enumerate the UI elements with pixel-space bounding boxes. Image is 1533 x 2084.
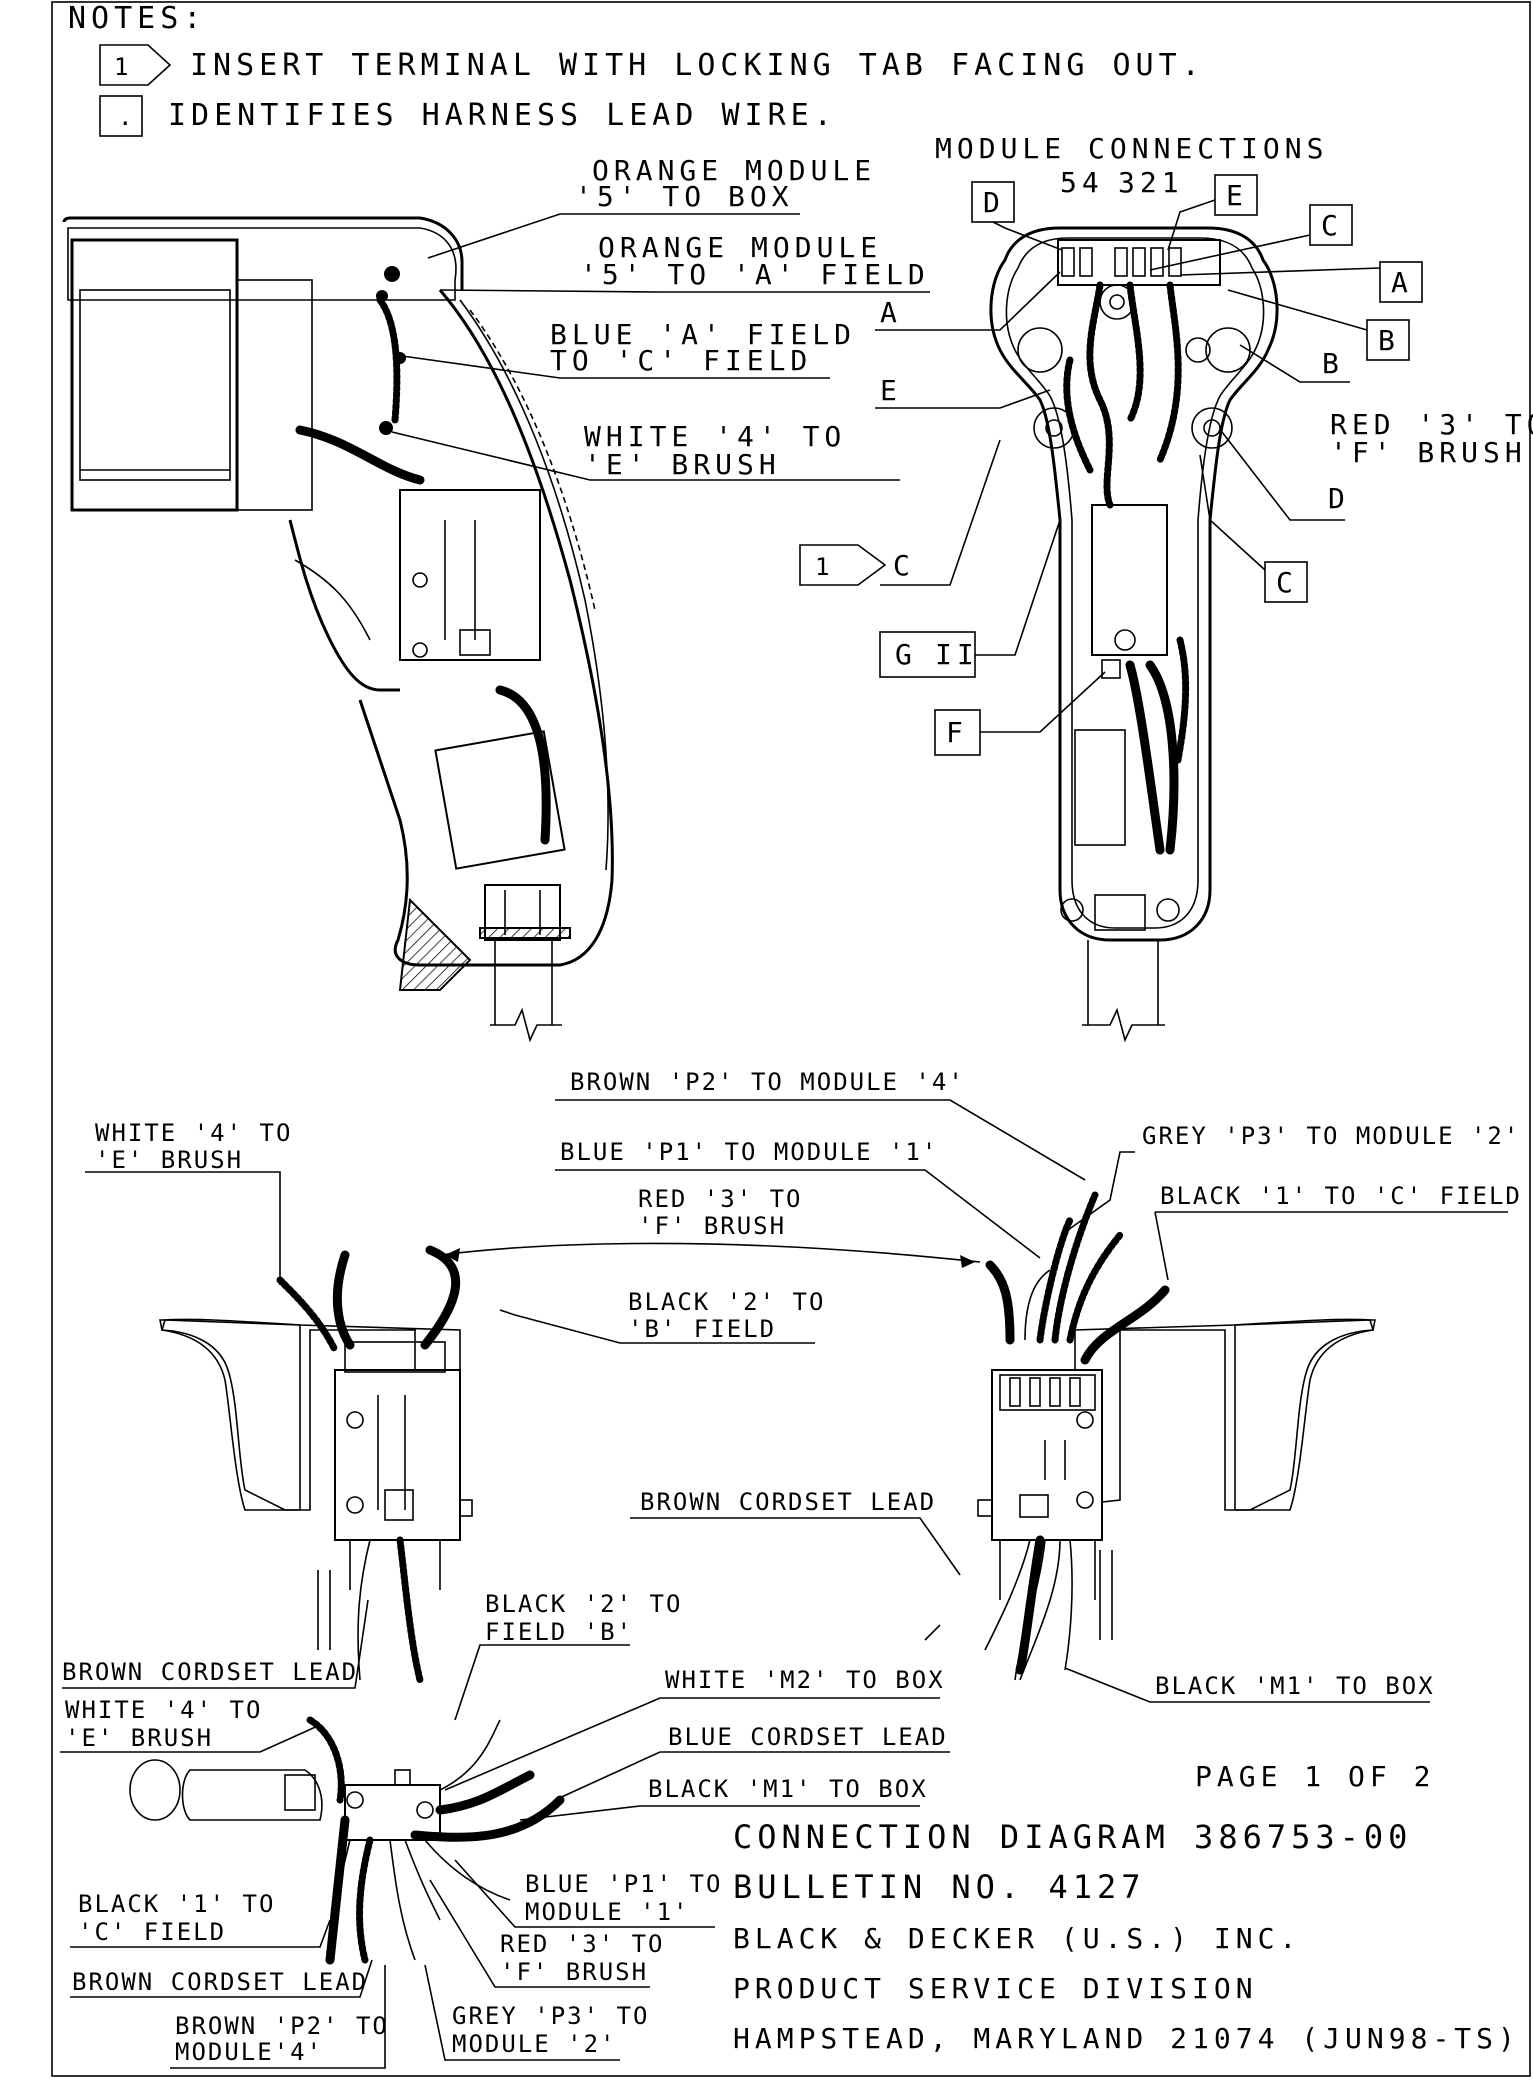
module-pins [1061,247,1182,277]
label-a: A [880,296,902,329]
callout-c-text: C [1321,209,1343,242]
callout-box-b [1366,319,1410,361]
callout-box-c2 [1264,561,1308,603]
black-m1-box-label: BLACK 'M1' TO BOX [648,1775,928,1803]
black2-fieldb-label-1: BLACK '2' TO [485,1590,682,1618]
blue-p1-mod1-label-1: BLUE 'P1' TO [525,1870,722,1898]
red-brush-label-1: RED '3' TO [1330,408,1533,441]
blue-p1-mod1-label: BLUE 'P1' TO MODULE '1' [560,1138,938,1166]
left-switch-outline [159,1318,461,1511]
callout-e-text: E [1226,179,1248,212]
brown-p2-mod4-label: BROWN 'P2' TO MODULE '4' [570,1068,965,1096]
trigger-outline [288,519,400,692]
callout-g-text: G [895,638,917,671]
notes-header: NOTES: [68,1,206,36]
page-number: PAGE 1 OF 2 [1195,1760,1435,1793]
module-connections-label: MODULE CONNECTIONS [935,132,1328,165]
callout-box-c [1309,204,1353,246]
callout-b-text: B [1378,324,1400,357]
note1-flag-icon [99,44,172,86]
red3b-brush-label-2: 'F' BRUSH [500,1958,648,1986]
brown-cordset-label-left: BROWN CORDSET LEAD [62,1658,358,1686]
right-switch-body [991,1369,1103,1541]
black1-cfield-label: BLACK '1' TO 'C' FIELD [1160,1182,1522,1210]
label-d: D [1328,482,1350,515]
blue-p1-mod1-label-2: MODULE '1' [525,1898,690,1926]
white4-brush-label-1: WHITE '4' TO [95,1119,292,1147]
black1-cfield-label-2: 'C' FIELD [78,1918,226,1946]
brown-p2-mod4-label-1: BROWN 'P2' TO [175,2012,389,2040]
callout-box-a [1379,261,1423,303]
drill-rear-view: MODULE CONNECTIONS 54 321 [799,132,1533,1043]
label-c: C [893,549,915,582]
white4b-brush-label-2: 'E' BRUSH [65,1724,213,1752]
address-line: HAMPSTEAD, MARYLAND 21074 (JUN98-TS) [733,2022,1520,2055]
lower-box [434,730,566,870]
module-pins-left: 54 [1060,166,1104,199]
right-switch-outline [1074,1318,1376,1511]
black2-fieldb-label-2: FIELD 'B' [485,1618,633,1646]
handle-outline [358,289,614,967]
label-ii: II [935,638,979,671]
callout-c2-text: C [1276,566,1298,599]
diagram-title: CONNECTION DIAGRAM 386753-00 [733,1818,1412,1856]
division-name: PRODUCT SERVICE DIVISION [733,1972,1258,2005]
company-name: BLACK & DECKER (U.S.) INC. [733,1922,1301,1955]
note1-flag-icon-2 [799,544,887,586]
module-block [1057,239,1221,286]
notes-block: NOTES: 1 INSERT TERMINAL WITH LOCKING TA… [68,1,1205,137]
white-brush-label-2: 'E' BRUSH [584,448,781,481]
red-brush-label-2: 'F' BRUSH [1330,436,1527,469]
note1-flag-number: 1 [815,553,831,581]
white4b-brush-label-1: WHITE '4' TO [65,1696,262,1724]
title-block: PAGE 1 OF 2 CONNECTION DIAGRAM 386753-00… [733,1760,1520,2055]
white-brush-label-1: WHITE '4' TO [584,420,846,453]
module-pins-right: 321 [1118,166,1184,199]
rear-housing-outline [989,226,1279,942]
black-m1-box-label-right: BLACK 'M1' TO BOX [1155,1672,1435,1700]
page-border [51,1,1531,2077]
rear-switch [1091,504,1168,656]
callout-f-text: F [946,716,968,749]
red3-brush-label-1: RED '3' TO [638,1185,803,1213]
harness-lead-box-icon [99,95,143,137]
grey-p3-mod2-label-1: GREY 'P3' TO [452,2002,649,2030]
label-e: E [880,374,902,407]
red3-brush-label-2: 'F' BRUSH [638,1212,786,1240]
blue-cordset-label: BLUE CORDSET LEAD [668,1723,948,1751]
orange-box-label-1: ORANGE MODULE [592,154,876,187]
callout-d-text: D [983,186,1005,219]
note1-text: INSERT TERMINAL WITH LOCKING TAB FACING … [190,48,1205,83]
white4-brush-label-2: 'E' BRUSH [95,1146,243,1174]
callout-a-text: A [1391,266,1413,299]
switch-details: BROWN 'P2' TO MODULE '4' WHITE '4' TO 'E… [60,1068,1522,2069]
label-b: B [1322,347,1344,380]
grey-p3-mod2-label: GREY 'P3' TO MODULE '2' [1142,1122,1520,1150]
brown-cordset-label-bottom: BROWN CORDSET LEAD [72,1968,368,1996]
blue-field-label-1: BLUE 'A' FIELD [550,318,856,351]
orange-a-label-1: ORANGE MODULE [598,231,882,264]
orange-a-label-2: '5' TO 'A' FIELD [580,258,930,291]
note1-number: 1 [114,53,130,81]
brown-cordset-label-right: BROWN CORDSET LEAD [640,1488,936,1516]
blue-field-label-2: TO 'C' FIELD [550,344,812,377]
black2-bfield-label-1: BLACK '2' TO [628,1288,825,1316]
brown-p2-mod4-label-2: MODULE'4' [175,2038,323,2066]
note2-text: IDENTIFIES HARNESS LEAD WIRE. [168,98,837,133]
drill-side-view: ORANGE MODULE '5' TO BOX ORANGE MODULE '… [62,154,930,1043]
callout-box-e [1214,174,1258,216]
switch-module [399,489,541,661]
orange-box-label-2: '5' TO BOX [575,180,794,213]
harness-dot-icon: . [118,103,134,131]
white-m2-box-label: WHITE 'M2' TO BOX [665,1666,945,1694]
black1-cfield-label-1: BLACK '1' TO [78,1890,275,1918]
red3b-brush-label-1: RED '3' TO [500,1930,665,1958]
black2-bfield-label-2: 'B' FIELD [628,1315,776,1343]
bulletin-number: BULLETIN NO. 4127 [733,1868,1146,1906]
left-switch-body [334,1369,461,1541]
grey-p3-mod2-label-2: MODULE '2' [452,2030,617,2058]
